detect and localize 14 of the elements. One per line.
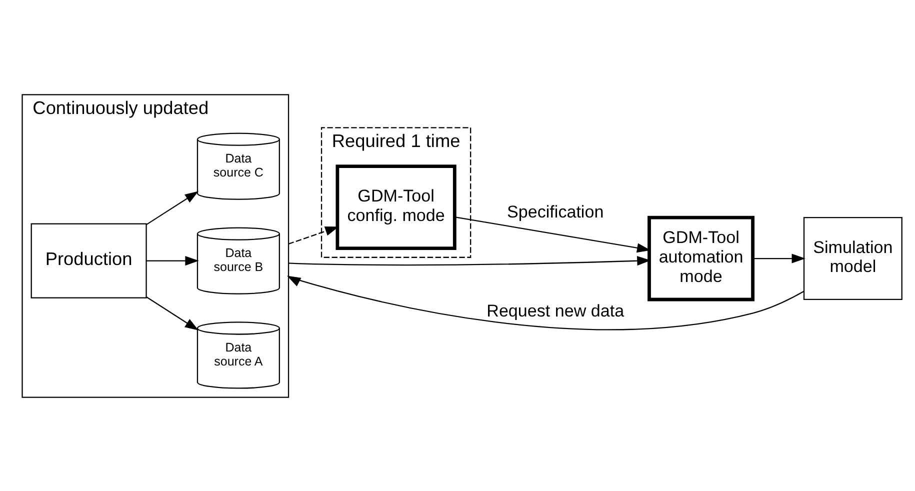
edge-label: Specification bbox=[507, 202, 604, 222]
edge-label: Request new data bbox=[486, 301, 624, 320]
arrow bbox=[146, 190, 199, 225]
arrow bbox=[288, 256, 651, 266]
arrow bbox=[752, 253, 806, 263]
node-box: GDM-Tool config. mode bbox=[336, 164, 456, 250]
arrow bbox=[288, 226, 339, 244]
arrow bbox=[146, 296, 199, 330]
node-box: Simulation model bbox=[803, 216, 902, 300]
node-box: GDM-Tool automation mode bbox=[648, 215, 754, 301]
arrow bbox=[146, 256, 199, 266]
arrow bbox=[454, 216, 651, 252]
node-box: Production bbox=[30, 222, 147, 298]
arrow bbox=[286, 275, 804, 330]
